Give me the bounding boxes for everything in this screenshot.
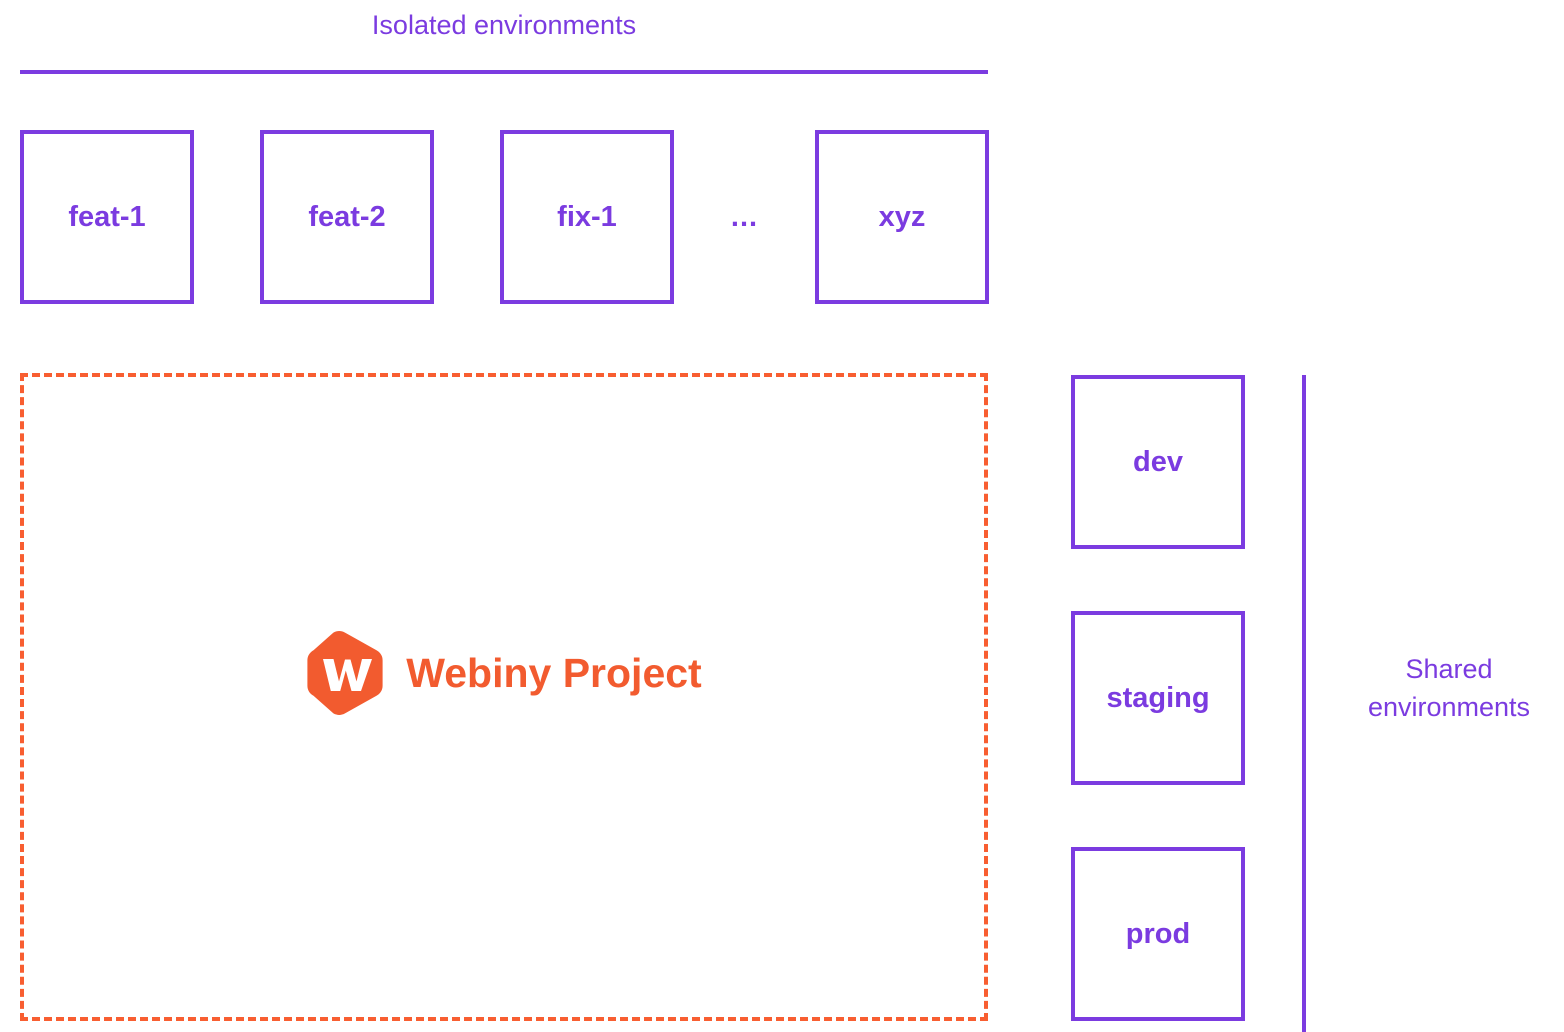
webiny-hexagon-logo-icon xyxy=(307,631,383,715)
shared-environments-title-line-1: Shared xyxy=(1405,654,1493,684)
isolated-env-box-fix-1[interactable]: fix-1 xyxy=(500,130,674,304)
webiny-project-name: Webiny Project xyxy=(406,649,702,696)
shared-environments-title-line-2: environments xyxy=(1367,692,1531,722)
webiny-project-container: Webiny Project xyxy=(20,373,988,1021)
isolated-env-box-feat-1[interactable]: feat-1 xyxy=(20,130,194,304)
shared-environments-divider xyxy=(1302,375,1306,1032)
shared-env-box-staging[interactable]: staging xyxy=(1071,611,1245,785)
isolated-env-box-feat-2[interactable]: feat-2 xyxy=(260,130,434,304)
shared-env-box-dev[interactable]: dev xyxy=(1071,375,1245,549)
isolated-env-label: feat-2 xyxy=(308,200,386,233)
shared-env-label: prod xyxy=(1125,917,1191,950)
isolated-env-box-xyz[interactable]: xyz xyxy=(815,130,989,304)
isolated-env-label: feat-1 xyxy=(68,200,146,233)
shared-environments-title: Shared environments xyxy=(1334,650,1564,726)
shared-env-box-prod[interactable]: prod xyxy=(1071,847,1245,1021)
shared-env-label: staging xyxy=(1106,681,1210,714)
isolated-environments-title: Isolated environments xyxy=(371,10,637,40)
isolated-environments-divider xyxy=(20,70,988,74)
isolated-env-ellipsis: ... xyxy=(730,200,759,233)
shared-env-label: dev xyxy=(1133,445,1183,478)
webiny-brand: Webiny Project xyxy=(306,631,702,715)
isolated-env-label: xyz xyxy=(878,200,926,233)
isolated-env-label: fix-1 xyxy=(557,200,617,233)
